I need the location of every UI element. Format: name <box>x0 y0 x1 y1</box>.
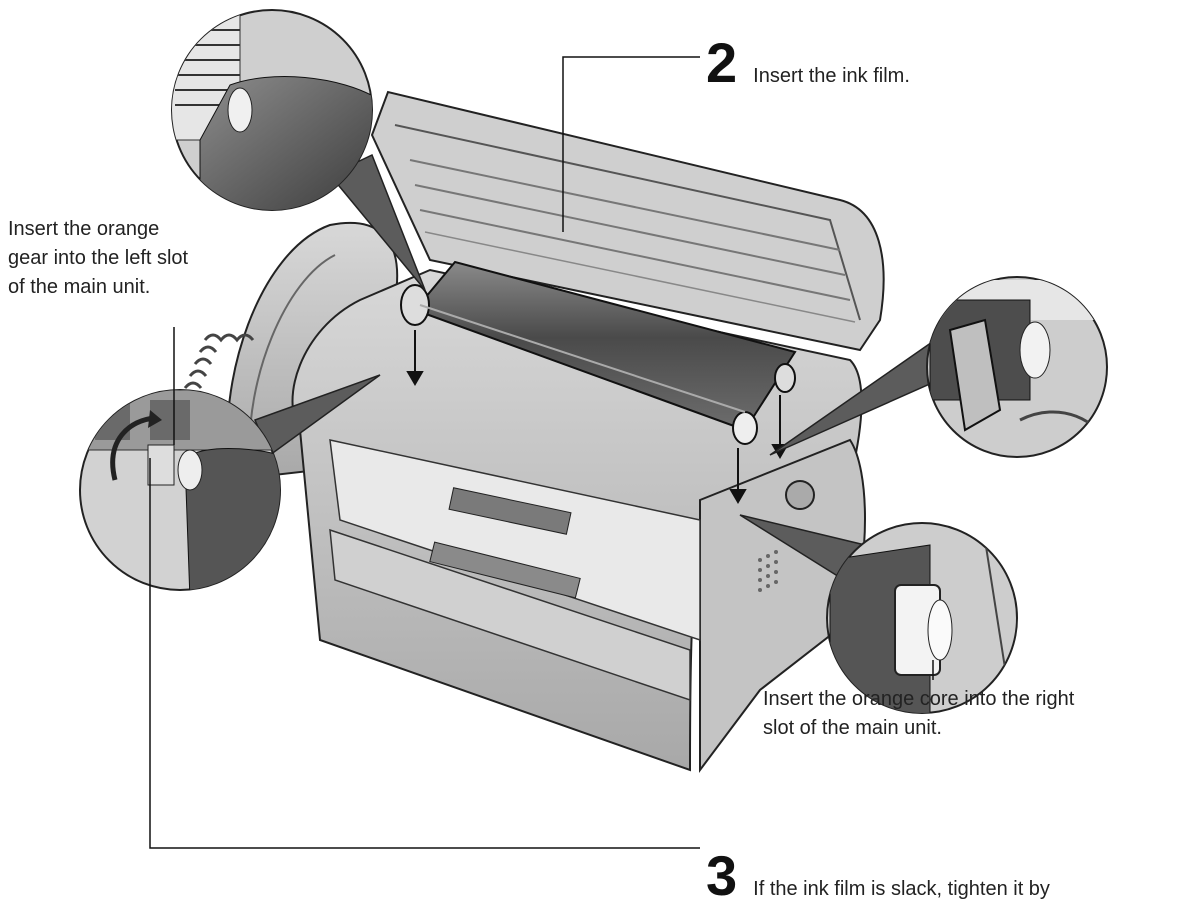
insert-arrows <box>406 330 789 504</box>
ink-film-roll <box>400 260 797 445</box>
zoom-circle-top-left <box>171 9 373 211</box>
step-2-number: 2 <box>706 31 738 94</box>
step-3: 3 If the ink film is slack, tighten it b… <box>706 848 1050 904</box>
step-2-text: Insert the ink film. <box>753 65 910 87</box>
fax-machine-illustration <box>79 9 1108 849</box>
right-core-callout: Insert the orange core into the right sl… <box>763 685 1183 743</box>
zoom-circle-right <box>926 276 1108 458</box>
zoom-circle-bottom-right <box>826 522 1018 714</box>
zoom-circle-left <box>79 389 281 591</box>
step-3-number: 3 <box>706 844 738 907</box>
left-callout-line-3: of the main unit. <box>8 276 151 298</box>
right-callout-line-2: slot of the main unit. <box>763 717 942 739</box>
left-gear-callout: Insert the orange gear into the left slo… <box>8 215 238 302</box>
left-callout-line-2: gear into the left slot <box>8 247 189 269</box>
left-callout-line-1: Insert the orange <box>8 218 160 240</box>
step-2: 2 Insert the ink film. <box>706 35 910 91</box>
step-3-text: If the ink film is slack, tighten it by <box>753 878 1050 900</box>
right-callout-line-1: Insert the orange core into the right <box>763 688 1075 710</box>
handset-cord <box>183 333 255 389</box>
leader-lines <box>149 56 934 849</box>
open-lid <box>370 90 885 352</box>
